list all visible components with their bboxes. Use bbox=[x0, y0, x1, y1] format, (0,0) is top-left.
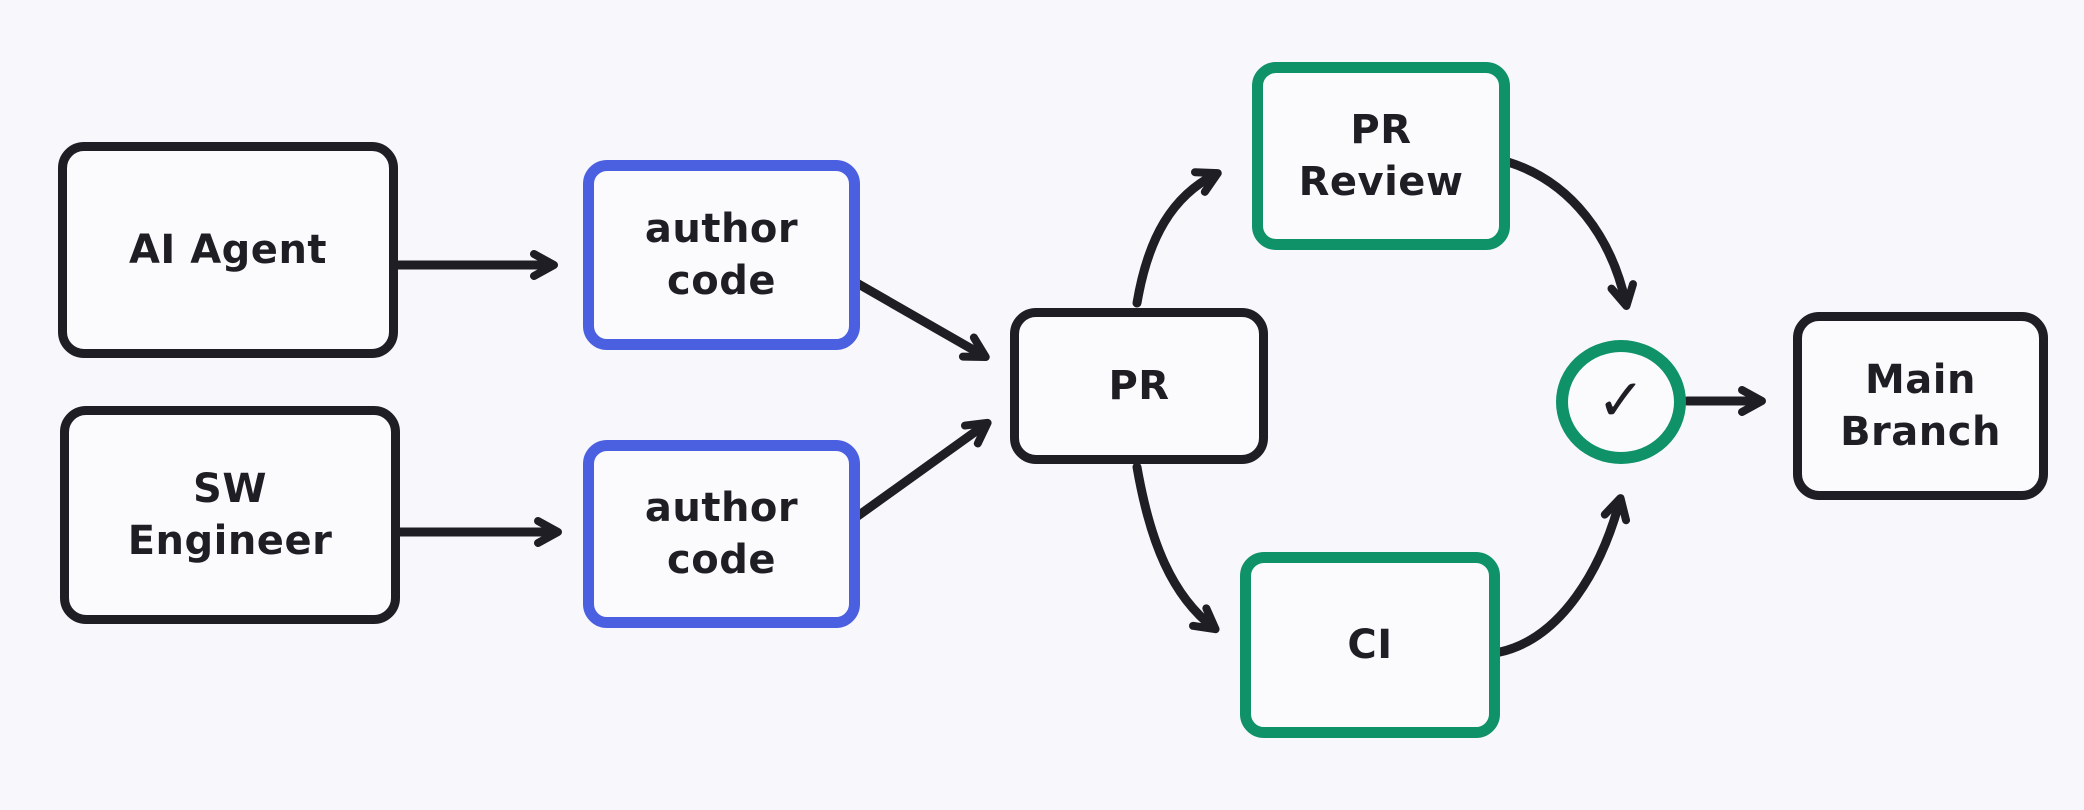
node-pr-review-label: PR Review bbox=[1298, 107, 1464, 205]
node-author-code-bottom: author code bbox=[583, 440, 860, 628]
node-pr: PR bbox=[1010, 308, 1268, 464]
check-icon: ✓ bbox=[1596, 366, 1646, 434]
node-main-branch-label: Main Branch bbox=[1840, 357, 2001, 455]
node-ai-agent: AI Agent bbox=[58, 142, 398, 358]
node-pr-label: PR bbox=[1108, 363, 1170, 409]
edge-pr-to-pr-review bbox=[1132, 168, 1222, 308]
node-ai-agent-label: AI Agent bbox=[128, 227, 328, 273]
edge-ci-to-approval bbox=[1495, 494, 1631, 657]
edge-author-code-bottom-to-pr bbox=[850, 418, 992, 523]
node-sw-engineer-label: SW Engineer bbox=[127, 466, 333, 564]
node-author-code-top-label: author code bbox=[644, 206, 799, 304]
node-main-branch: Main Branch bbox=[1793, 312, 2048, 500]
node-pr-review: PR Review bbox=[1252, 62, 1510, 250]
node-ci-label: CI bbox=[1347, 622, 1393, 668]
node-author-code-bottom-label: author code bbox=[644, 485, 799, 583]
edge-pr-to-ci bbox=[1132, 462, 1220, 634]
node-sw-engineer: SW Engineer bbox=[60, 406, 400, 624]
edge-author-code-top-to-pr bbox=[850, 277, 990, 361]
node-approval-circle: ✓ bbox=[1556, 340, 1686, 464]
node-ci: CI bbox=[1240, 552, 1500, 738]
edge-pr-review-to-approval bbox=[1503, 157, 1638, 310]
node-author-code-top: author code bbox=[583, 160, 860, 350]
